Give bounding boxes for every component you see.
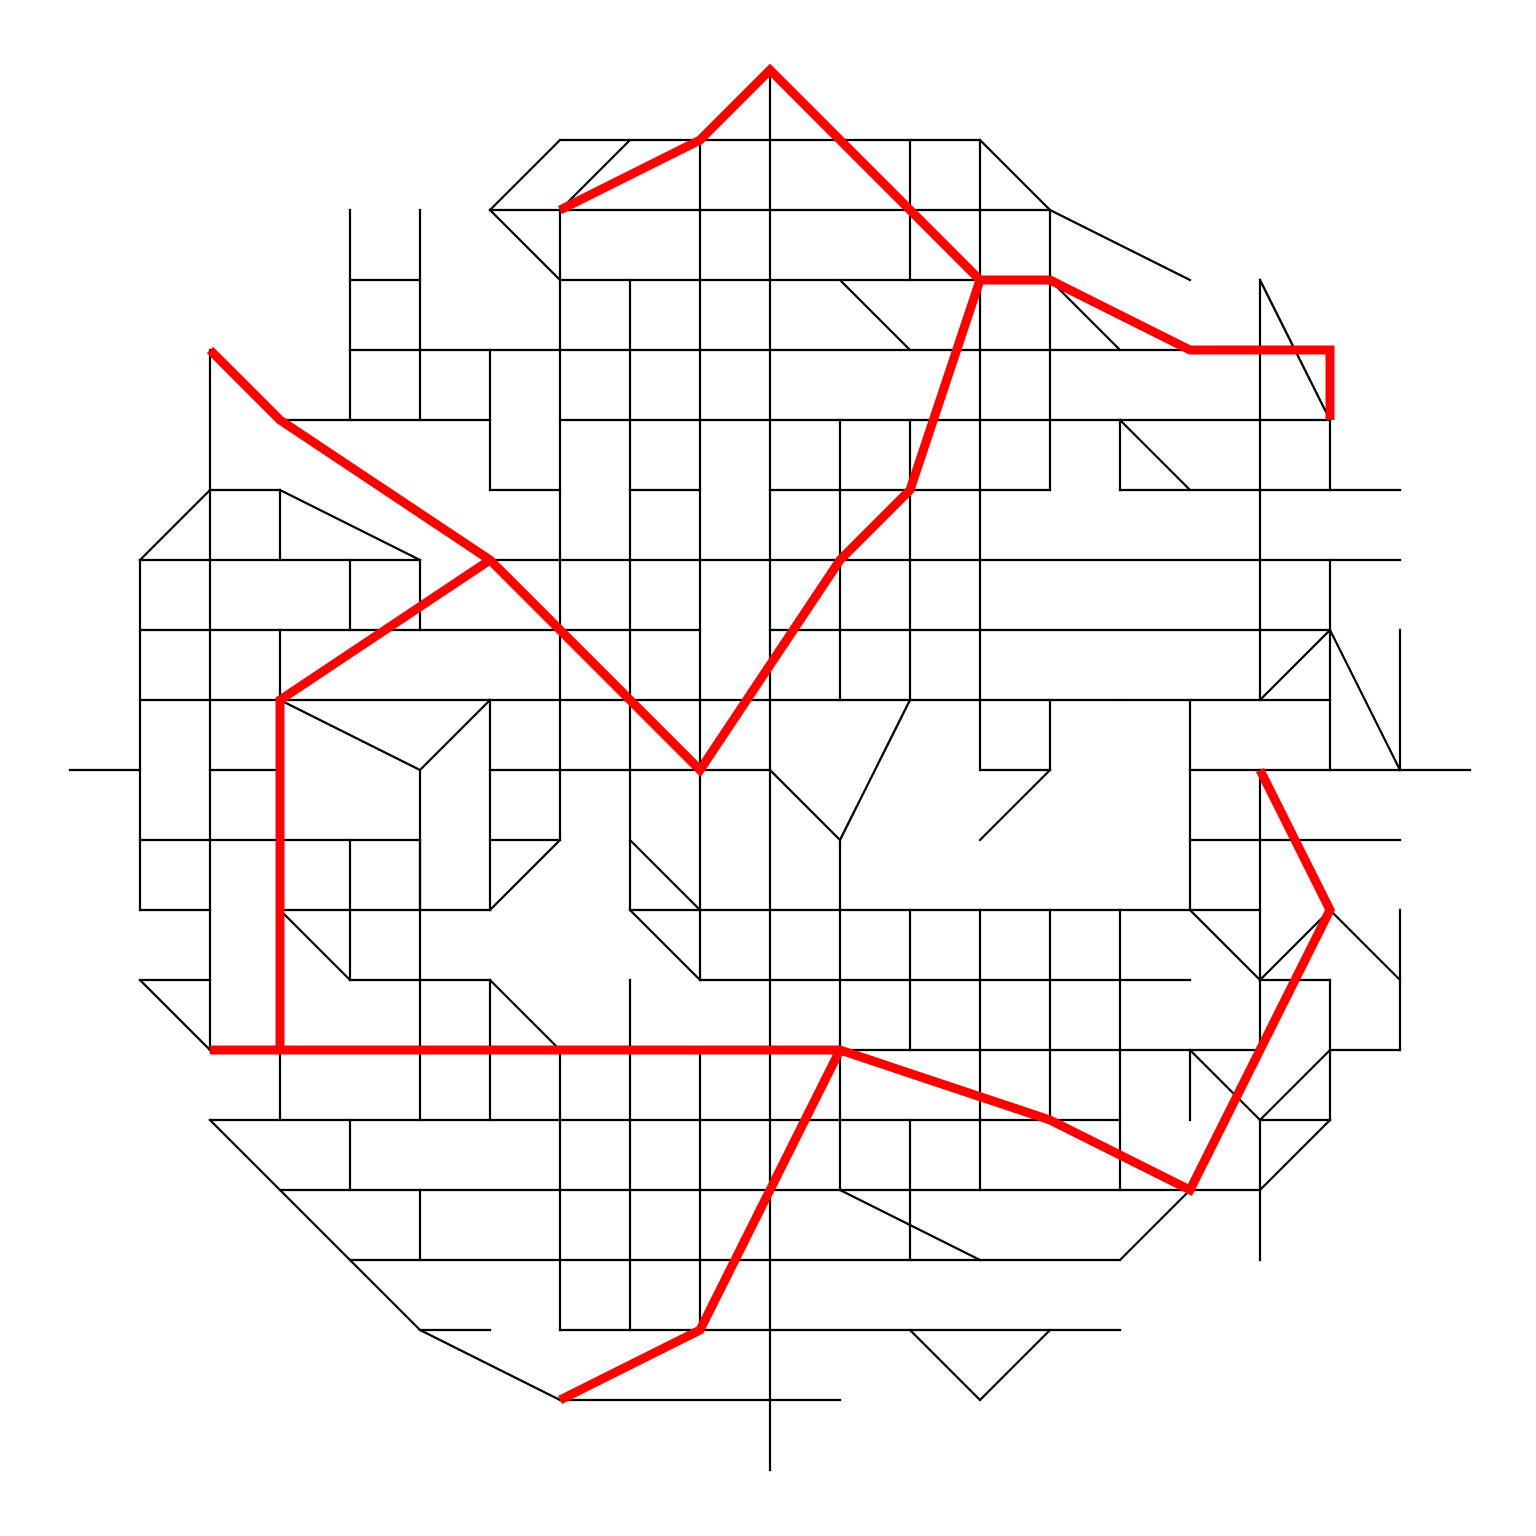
grid-line-124 bbox=[488, 978, 562, 1052]
grid-line-119 bbox=[278, 908, 352, 982]
grid-line-105 bbox=[1118, 418, 1192, 492]
grid-line-114 bbox=[978, 768, 1052, 842]
grid-line-103 bbox=[1048, 278, 1122, 352]
grid-line-112 bbox=[768, 768, 842, 842]
grid-line-98 bbox=[488, 208, 562, 282]
grid-line-100 bbox=[978, 138, 1052, 212]
grid-line-126 bbox=[1258, 1048, 1332, 1122]
path-segment-1 bbox=[206, 278, 985, 778]
grid-line-110 bbox=[278, 698, 422, 772]
grid-line-106 bbox=[138, 488, 212, 562]
grid-line-108 bbox=[1258, 628, 1332, 702]
grid-line-128 bbox=[208, 1118, 422, 1332]
grid-line-97 bbox=[488, 138, 562, 212]
path-segment-3 bbox=[557, 1047, 845, 1405]
grid-line-107 bbox=[278, 488, 422, 562]
grid-line-127 bbox=[1258, 1118, 1332, 1192]
grid-line-113 bbox=[838, 698, 912, 842]
grid-line-122 bbox=[1328, 908, 1402, 982]
highlighted-path bbox=[206, 63, 1336, 1405]
grid-line-123 bbox=[138, 978, 212, 1052]
grid-line-132 bbox=[908, 1328, 982, 1402]
grid-line-116 bbox=[488, 838, 562, 912]
grid-line-118 bbox=[628, 908, 702, 982]
grid-line-120 bbox=[1188, 908, 1262, 982]
grid-line-101 bbox=[1048, 208, 1192, 282]
grid-line-121 bbox=[1258, 908, 1332, 982]
grid-line-99 bbox=[558, 138, 632, 212]
grid-line-109 bbox=[1328, 628, 1402, 772]
grid-line-117 bbox=[628, 838, 702, 912]
grid-line-102 bbox=[838, 278, 912, 352]
grid-line-125 bbox=[1188, 1048, 1262, 1122]
grid-line-133 bbox=[978, 1328, 1052, 1402]
grid-line-111 bbox=[418, 698, 492, 772]
grid-line-131 bbox=[418, 1328, 562, 1402]
grid-line-130 bbox=[1118, 1188, 1192, 1262]
path-segment-0 bbox=[557, 63, 1335, 420]
grid-line-129 bbox=[838, 1188, 982, 1262]
